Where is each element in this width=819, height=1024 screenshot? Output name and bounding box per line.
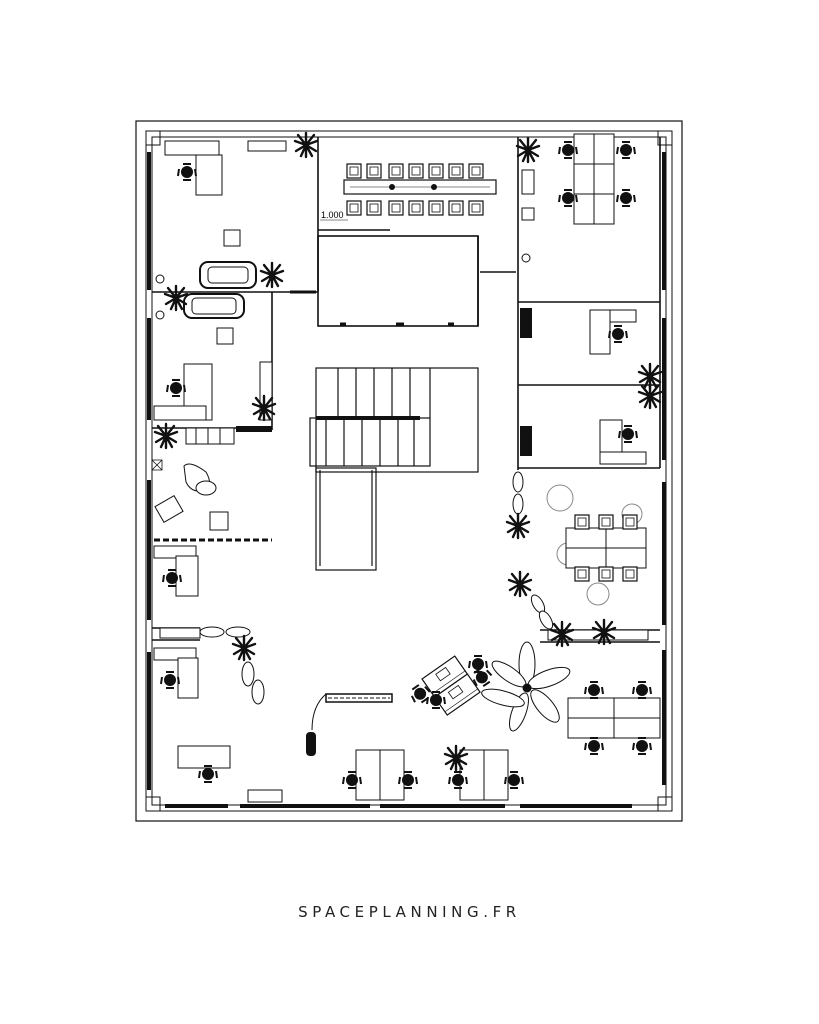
office-furniture-top-left [155,131,319,345]
office-furniture-left [153,361,277,450]
palm-tree-icon [481,641,571,732]
conference-table [343,163,497,216]
workstations-bottom-right [567,681,661,755]
doors [151,290,454,471]
workstations-right-middle [505,471,649,648]
workstations-top-right [515,133,636,263]
brand-caption: SPACEPLANNING.FR [298,903,521,921]
offices-right [520,308,663,465]
dimension-label: 1.000 [321,210,344,220]
dimension-marker: 1.000 [320,210,348,221]
building-outline [135,120,683,822]
bottom-workstations [342,744,524,801]
lounge-left [153,463,272,597]
stair-core [309,367,479,571]
office-furniture-bottom-left [153,626,283,803]
open-space-center [306,641,571,756]
windows [147,152,666,808]
